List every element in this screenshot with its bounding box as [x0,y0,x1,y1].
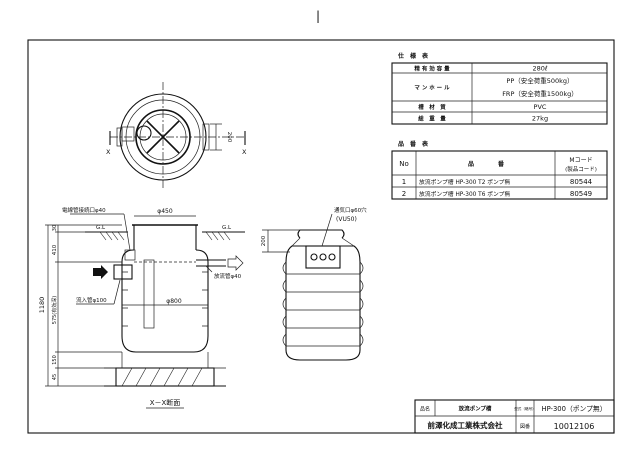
spec-table: 仕 様 表 精 有 効 容 量 280ℓ マ ン ホ ー ル PP（安全荷重50… [391,52,608,125]
plan-view: X X 200 [106,82,247,190]
gl-label-left: G.L [96,225,106,231]
inlet-label: 流入管φ100 [76,296,107,304]
vent-sub-label: (VU50) [336,216,357,223]
spec-value-weight: 27kg [532,115,548,123]
parts-header-no: No [399,160,409,168]
title-model-value: HP-300（ポンプ無） [541,404,606,413]
parts-header-code-1: Mコード [569,157,592,164]
spec-label-manhole: マ ン ホ ー ル [414,85,450,92]
spec-value-capacity: 280ℓ [532,65,547,73]
side-view: 通気口φ60穴 (VU50) 200 [261,206,367,361]
dim-1180: 1180 [38,297,46,314]
title-company: 前澤化成工業株式会社 [428,420,503,430]
title-block: 品名 放流ポンプ槽 型式（略号） HP-300（ポンプ無） 前澤化成工業株式会社… [414,399,615,434]
title-name-value: 放流ポンプ槽 [458,405,492,413]
outlet-label: 放流管φ40 [214,272,242,280]
section-mark-left: X [106,148,111,156]
drawing-frame [27,39,615,434]
dim-800-label: φ800 [166,298,182,305]
parts-row-1-no: 1 [402,178,406,186]
parts-row-1-code: 80544 [570,178,593,186]
parts-row-2-no: 2 [402,190,406,198]
parts-header-name: 品 番 [468,160,505,168]
dim-45: 45 [52,374,58,380]
vent-label: 通気口φ60穴 [334,206,367,214]
parts-header-code-2: (製品コード) [565,165,597,173]
gl-label-right: G.L [222,225,232,231]
dim-450-label: φ450 [157,208,173,215]
plan-dim-200: 200 [226,132,232,143]
side-dim-200: 200 [261,235,267,246]
parts-row-1-name: 放流ポンプ槽 HP-300 T2 ポンプ無 [419,178,510,186]
spec-value-material: PVC [534,103,547,111]
spec-label-capacity: 精 有 効 容 量 [414,65,450,73]
dim-30: 30 [52,225,58,231]
title-model-label: 型式（略号） [514,406,536,411]
title-name-label: 品名 [420,406,430,413]
dim-410: 410 [52,244,58,255]
parts-title: 品 番 表 [398,140,429,148]
section-view: G.L G.L 電線管接続口φ40 φ450 [38,206,245,409]
section-caption: X－X断面 [150,398,181,407]
spec-label-weight: 総 重 量 [418,115,446,123]
parts-table: 品 番 表 No 品 番 Mコード (製品コード) 1 放流ポンプ槽 HP-30… [391,140,608,200]
spec-label-material: 槽 材 質 [418,103,446,111]
parts-row-2-name: 放流ポンプ槽 HP-300 T6 ポンプ無 [419,190,510,198]
spec-title: 仕 様 表 [397,52,429,60]
title-number-label: 図番 [520,423,530,430]
spec-value-manhole-frp: FRP（安全荷重1500kg） [502,89,578,98]
parts-row-2-code: 80549 [570,190,592,198]
dim-575: 575(有効深) [51,296,58,324]
title-number-value: 10012106 [554,422,595,431]
cable-inlet-label: 電線管接続口φ40 [62,206,106,214]
spec-value-manhole-pp: PP（安全荷重500kg） [506,76,573,85]
page-mark: | [316,9,320,23]
dim-150: 150 [52,355,58,365]
section-mark-right: X [242,148,247,156]
